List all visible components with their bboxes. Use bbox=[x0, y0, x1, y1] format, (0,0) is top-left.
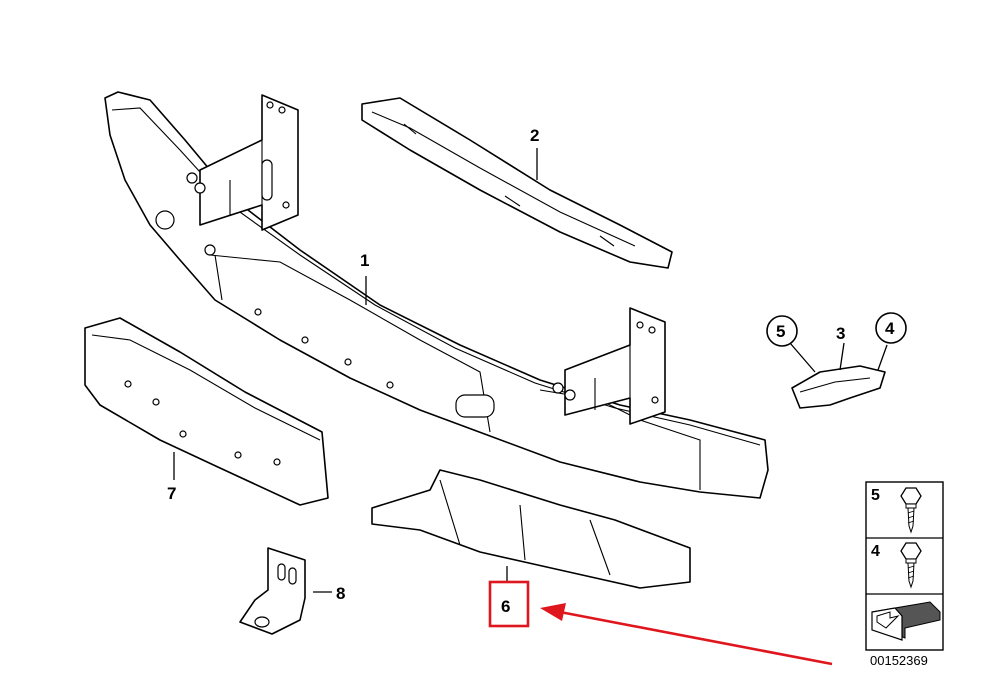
callout-2[interactable]: 2 bbox=[530, 126, 539, 145]
page-turn-arrow-icon[interactable] bbox=[871, 601, 941, 641]
svg-text:2: 2 bbox=[530, 126, 539, 145]
hex-bolt-icon bbox=[900, 487, 922, 534]
bumper-carrier-part-1[interactable] bbox=[104, 91, 769, 499]
leader-lines bbox=[173, 148, 888, 593]
diagram-id: 00152369 bbox=[870, 653, 928, 668]
svg-text:4: 4 bbox=[871, 543, 880, 560]
callout-8[interactable]: 8 bbox=[336, 584, 345, 603]
callout-4[interactable]: 4 bbox=[875, 312, 907, 344]
callout-3[interactable]: 3 bbox=[836, 324, 845, 343]
svg-text:7: 7 bbox=[167, 484, 176, 503]
hex-bolt-icon bbox=[900, 542, 922, 589]
callout-1[interactable]: 1 bbox=[360, 251, 369, 270]
legend-item-4[interactable]: 4 bbox=[871, 542, 922, 589]
upper-absorber-part-2[interactable] bbox=[361, 97, 673, 269]
svg-text:00152369: 00152369 bbox=[870, 653, 928, 668]
clip-part-3[interactable] bbox=[791, 365, 886, 409]
svg-text:5: 5 bbox=[776, 322, 785, 341]
svg-text:4: 4 bbox=[885, 319, 895, 338]
fastener-legend: 5 4 bbox=[865, 481, 944, 651]
callout-5[interactable]: 5 bbox=[766, 315, 798, 347]
bracket-part-8[interactable] bbox=[239, 547, 306, 635]
legend-item-5[interactable]: 5 bbox=[871, 487, 922, 534]
svg-text:3: 3 bbox=[836, 324, 845, 343]
callout-6-highlighted[interactable]: 6 bbox=[488, 580, 530, 628]
lower-deflector-part-6[interactable] bbox=[371, 469, 691, 589]
highlight-arrow bbox=[540, 603, 833, 666]
absorber-part-7[interactable] bbox=[84, 317, 329, 506]
svg-text:1: 1 bbox=[360, 251, 369, 270]
callout-7[interactable]: 7 bbox=[167, 484, 176, 503]
svg-text:6: 6 bbox=[501, 597, 510, 616]
svg-text:5: 5 bbox=[871, 487, 880, 504]
svg-text:8: 8 bbox=[336, 584, 345, 603]
